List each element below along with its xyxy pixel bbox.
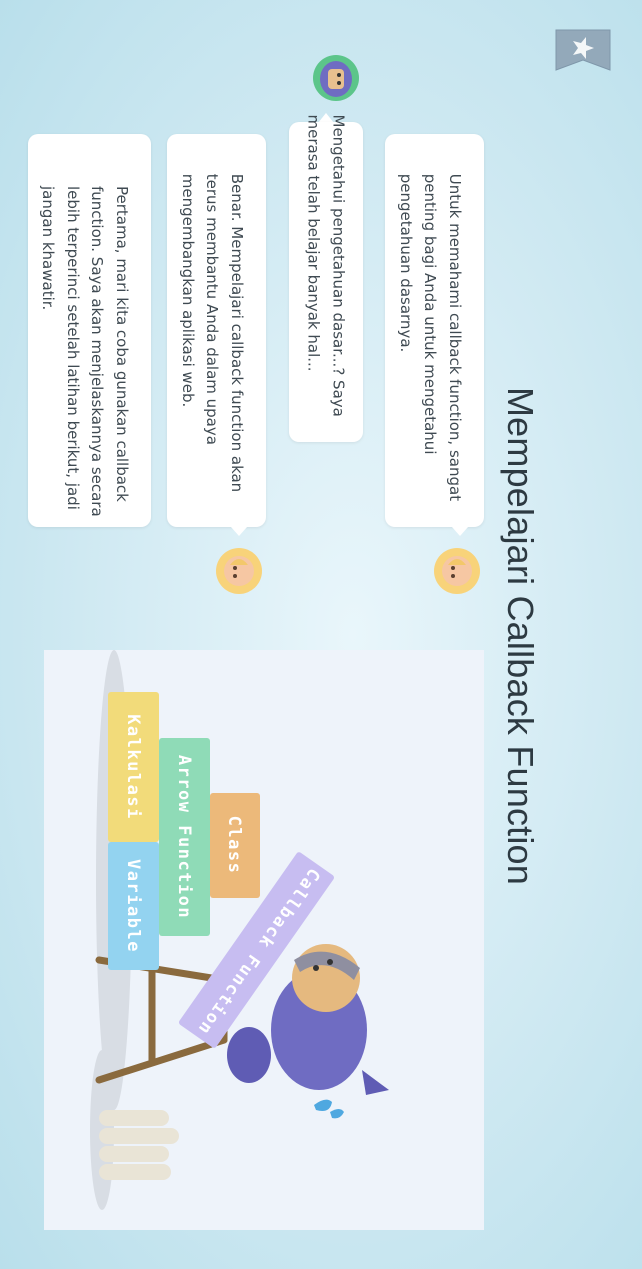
- kalkulasi-block: Kalkulasi: [108, 692, 159, 842]
- bubble-tail: [231, 527, 247, 536]
- bubble-tail: [452, 527, 468, 536]
- guide-avatar: [434, 548, 480, 594]
- arrow-function-block: Arrow Function: [159, 738, 210, 936]
- chat-message-text: Benar. Mempelajari callback function aka…: [178, 173, 246, 493]
- chat-bubble-guide-1: Untuk memahami callback function, sangat…: [385, 134, 484, 527]
- class-block: Class: [210, 793, 260, 898]
- chat-message-text: Mengetahui pengetahuan dasar...? Saya me…: [305, 114, 348, 417]
- chat-bubble-guide-2: Benar. Mempelajari callback function aka…: [167, 134, 266, 527]
- page-title: Mempelajari Callback Function: [500, 386, 541, 885]
- variable-block: Variable: [108, 842, 159, 970]
- chat-bubble-guide-3: Pertama, mari kita coba gunakan callback…: [28, 134, 151, 527]
- star-bookmark-icon: [555, 29, 611, 71]
- ninja-avatar: [313, 55, 359, 101]
- illustration-panel: Callback Function Class Arrow Function K…: [44, 650, 484, 1230]
- chat-message-text: Pertama, mari kita coba gunakan callback…: [39, 186, 132, 517]
- guide-avatar: [216, 548, 262, 594]
- bookmark-button[interactable]: [552, 28, 614, 72]
- chat-message-text: Untuk memahami callback function, sangat…: [396, 173, 464, 502]
- bubble-tail: [318, 113, 334, 123]
- chat-bubble-ninja: Mengetahui pengetahuan dasar...? Saya me…: [289, 115, 363, 442]
